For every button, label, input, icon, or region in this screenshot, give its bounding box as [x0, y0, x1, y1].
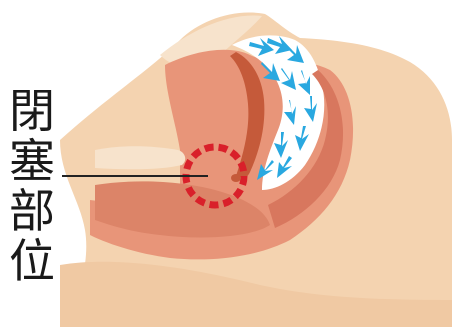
obstruction-point	[231, 174, 241, 182]
label-char-1: 閉	[9, 86, 55, 136]
label-char-2: 塞	[9, 136, 55, 186]
nasal-passage	[95, 146, 185, 169]
label-char-4: 位	[9, 236, 55, 286]
label-char-3: 部	[9, 186, 55, 236]
obstruction-site-label: 閉 塞 部 位	[6, 86, 58, 286]
